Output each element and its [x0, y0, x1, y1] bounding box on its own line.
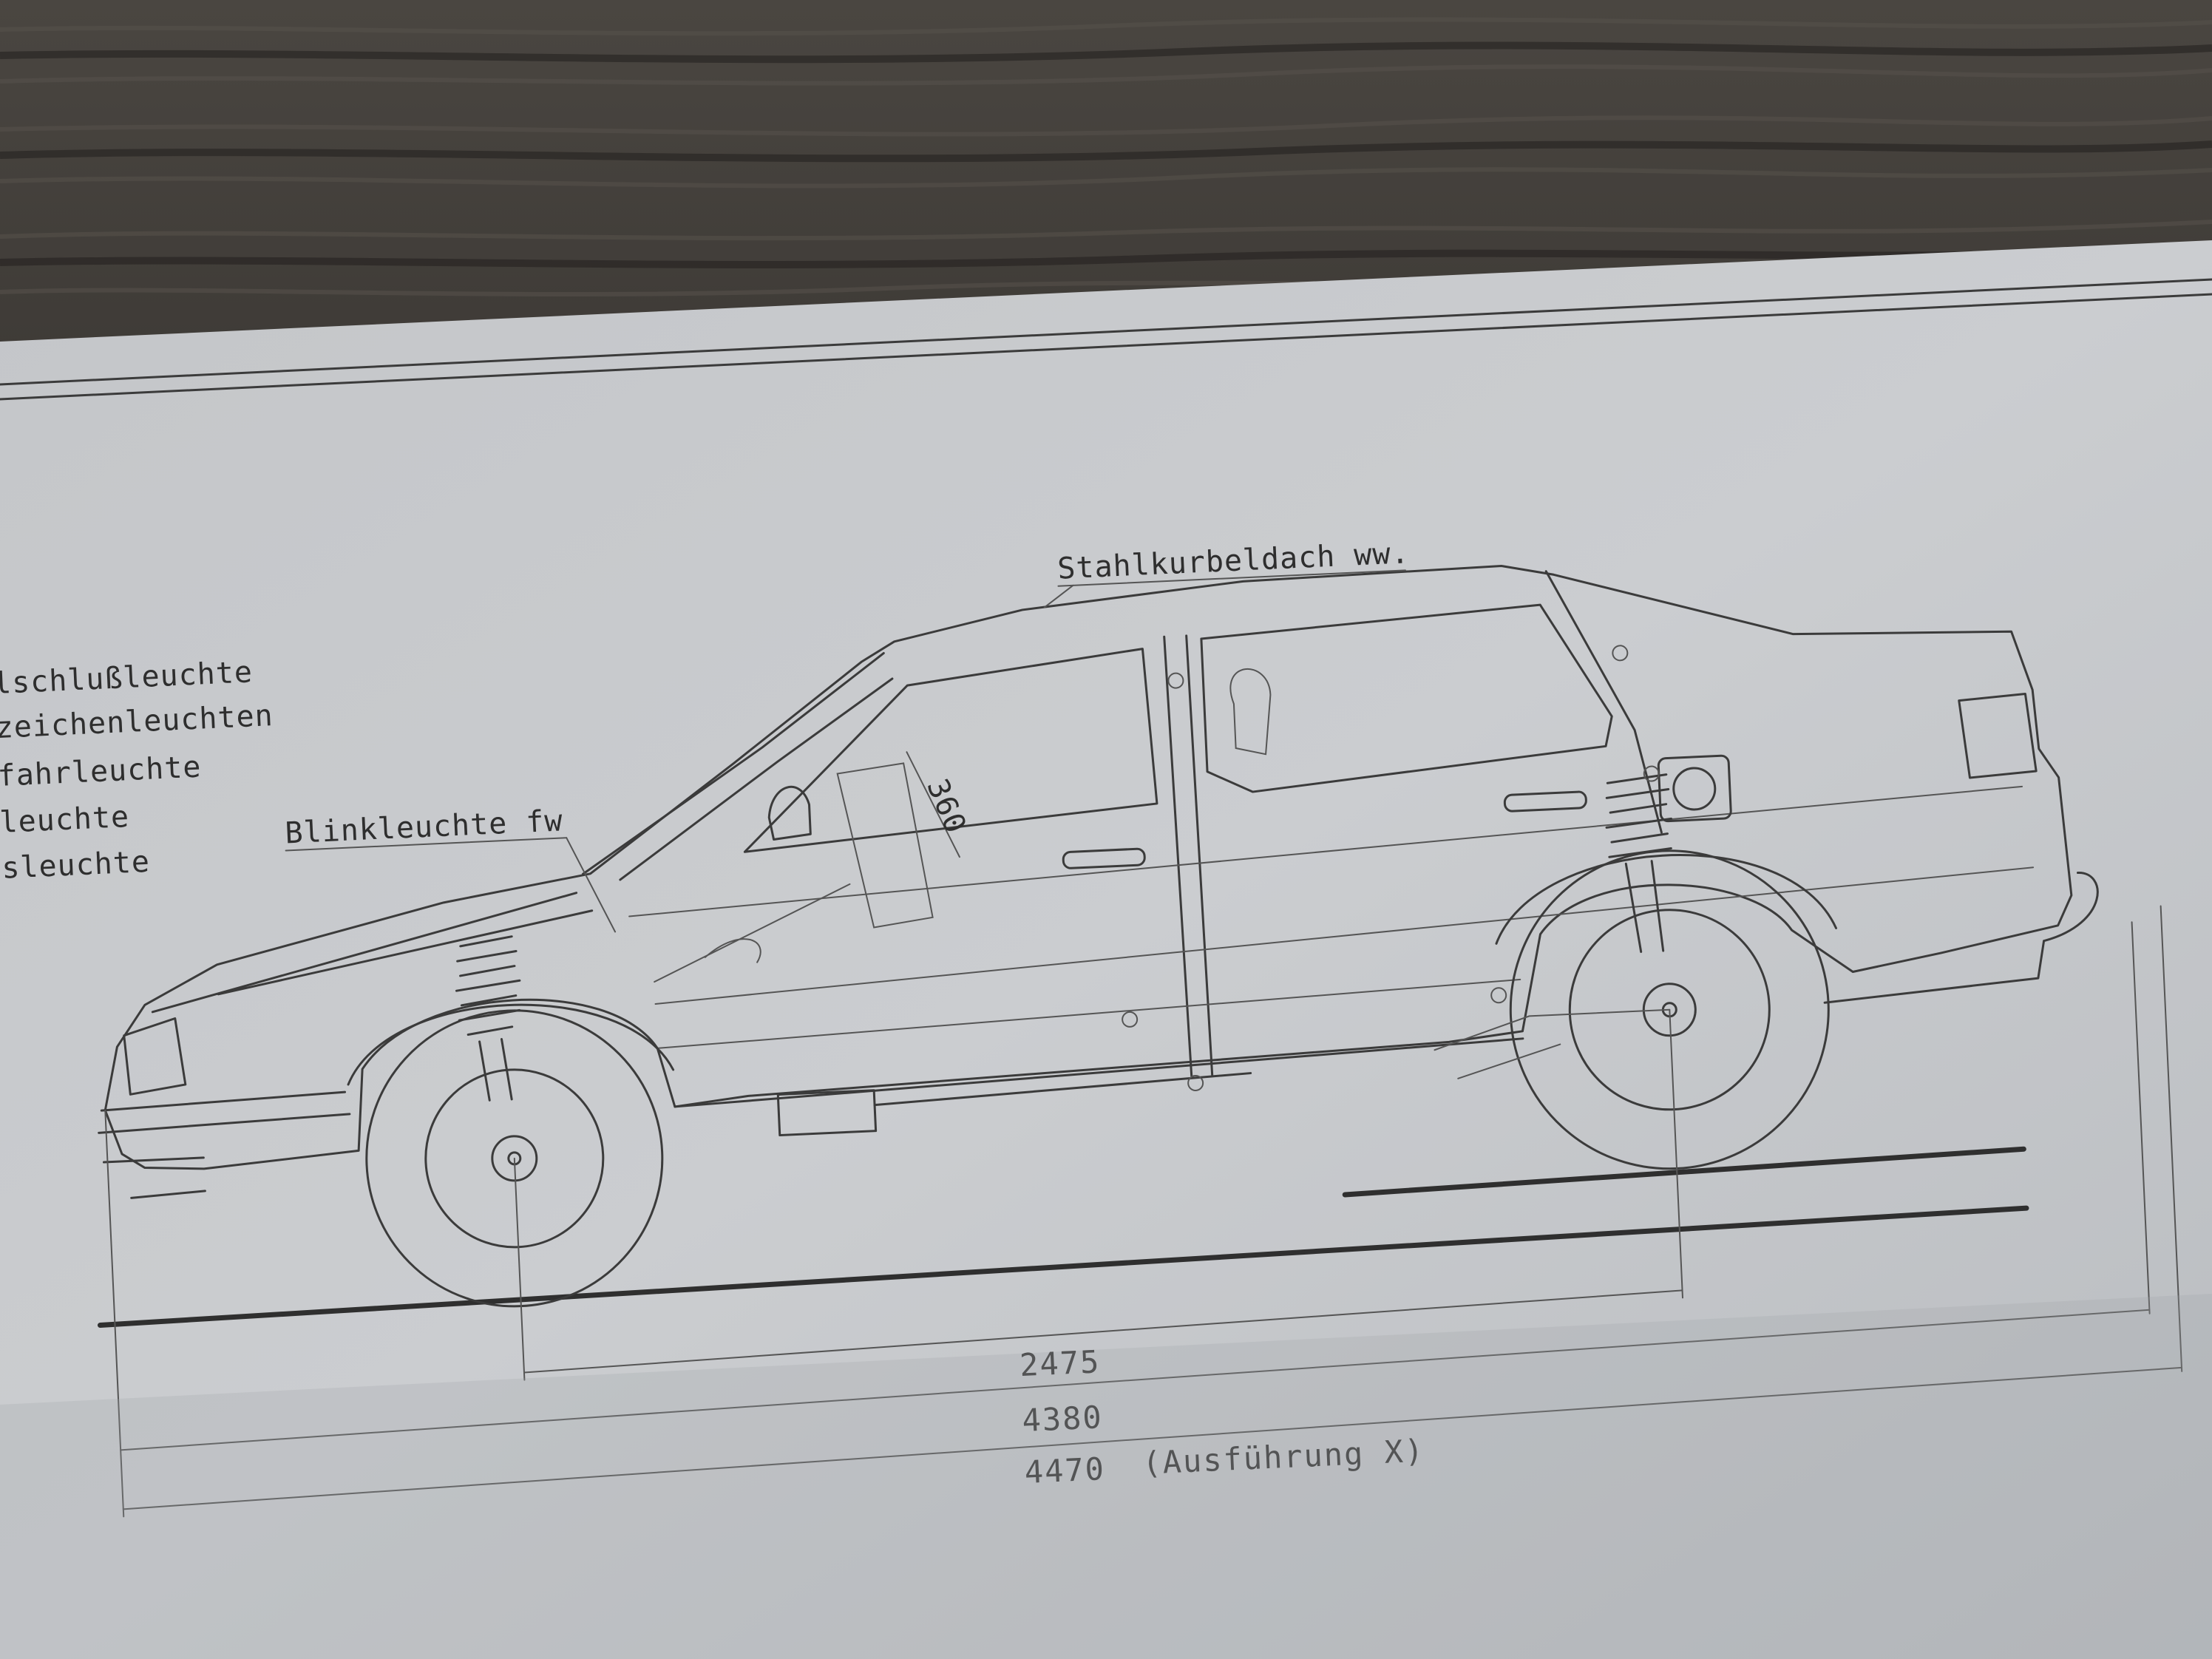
b-pillar — [1163, 634, 1214, 1077]
hood-line — [151, 892, 594, 1014]
headlight — [123, 1017, 187, 1096]
driver-seat — [836, 762, 934, 929]
steering-column — [654, 883, 851, 983]
tail-light — [1958, 693, 2038, 779]
dim-ext-rear-x — [2160, 905, 2183, 1372]
seat-angle-mark — [906, 751, 960, 858]
car-body-outline — [104, 564, 2073, 1170]
dim-ext-rear-wheel — [1669, 1008, 1683, 1299]
dim-length-x: 4470 — [1024, 1451, 1106, 1490]
dim-ext-front — [104, 1109, 125, 1518]
dim-ext-front-wheel — [513, 1157, 526, 1381]
rear-suspension-arm — [1434, 1008, 1671, 1079]
blinker-label-underline — [285, 837, 568, 852]
tow-hook — [2043, 872, 2099, 943]
side-mirror — [767, 785, 812, 841]
bolt-markers — [1122, 645, 1660, 1091]
paper-sheet — [0, 240, 2212, 1659]
dim-ext-rear — [2131, 921, 2151, 1314]
roof-label-leader — [1043, 584, 1074, 608]
dimension-lines — [104, 905, 2183, 1518]
blinker-label-leader — [566, 837, 617, 933]
rear-spring — [1605, 773, 1673, 953]
exhaust-pipe — [873, 940, 2046, 1107]
c-pillar — [1544, 570, 1663, 834]
dim-wheelbase: 2475 — [1019, 1343, 1101, 1383]
rear-window — [1200, 603, 1613, 793]
dim-length-line — [120, 1309, 2151, 1451]
rear-wheel-arch — [1495, 854, 1838, 945]
front-spring — [455, 935, 521, 1102]
front-wheel-arch — [347, 1003, 675, 1086]
dim-length: 4380 — [1022, 1399, 1104, 1439]
border-line-inner — [0, 293, 2212, 401]
wood-grain-dark — [0, 41, 2212, 269]
front-bumper — [98, 1090, 351, 1199]
fuel-cap-ring — [1672, 767, 1717, 811]
rear-door-handle — [1503, 790, 1587, 812]
paper-shadow — [0, 1294, 2212, 1659]
rear-seat — [1229, 668, 1272, 756]
windshield — [581, 651, 894, 881]
dim-wheelbase-line — [523, 1289, 1683, 1374]
roof-label-underline — [1057, 569, 1406, 587]
ground-line — [97, 1205, 2029, 1329]
dim-length-x-line — [122, 1366, 2182, 1510]
sill — [674, 1037, 1524, 1108]
front-window — [743, 648, 1158, 853]
exhaust-muffler — [776, 1089, 878, 1137]
legend-item-4: kleuchte — [0, 800, 130, 841]
border-line-outer — [0, 278, 2212, 386]
ground-line-rear — [1342, 1146, 2026, 1198]
legend-item-5: msleuchte — [0, 845, 151, 886]
front-door-handle — [1062, 847, 1146, 869]
